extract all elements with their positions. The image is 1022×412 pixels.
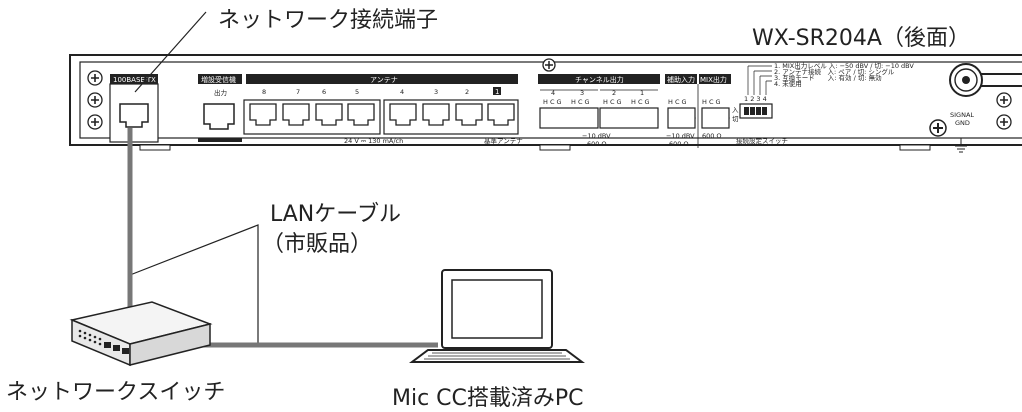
ground-terminal <box>929 119 967 153</box>
laptop-icon <box>409 269 585 363</box>
hcg-label: H C G <box>571 98 590 106</box>
antenna-number: 2 <box>465 88 469 96</box>
channel-level: −10 dBV <box>582 132 611 140</box>
dip-switch <box>739 65 773 119</box>
leader-line <box>129 224 259 345</box>
channel-number: 2 <box>612 89 616 97</box>
antenna-power-label: 24 V ⎓ 130 mA/ch <box>344 137 403 145</box>
screw-icon <box>996 92 1012 130</box>
hcg-label: H C G <box>631 98 650 106</box>
network-switch-icon <box>69 301 213 367</box>
signal-gnd-label: GND <box>955 119 970 127</box>
antenna-port-icon <box>389 103 417 126</box>
antenna-port-icon <box>487 103 515 126</box>
hcg-label: H C G <box>603 98 622 106</box>
dip-on-label: 入 <box>732 106 739 114</box>
hcg-label: H C G <box>668 98 687 106</box>
hcg-label: H C G <box>543 98 562 106</box>
lan-cable-note: （市販品） <box>262 232 373 257</box>
aux-level: −10 dBV <box>666 132 695 140</box>
output-label: 出力 <box>214 88 227 97</box>
antenna-number: 8 <box>262 88 266 96</box>
dip-note: 4. 未使用 <box>774 79 802 88</box>
mix-impedance: 600 Ω <box>702 132 721 140</box>
lan-cable-label: LANケーブル <box>270 202 401 227</box>
antenna-number: 5 <box>355 88 359 96</box>
dip-note: 3. 互換モード 入: 有効 / 切: 無効 <box>774 73 882 82</box>
leader-line <box>134 11 207 93</box>
aux-input-header: 補助入力 <box>667 75 695 84</box>
antenna-port-icon <box>347 103 375 126</box>
lan-port-label: 100BASE-TX <box>113 76 156 84</box>
channel-output-block: チャンネル出力 <box>538 74 660 129</box>
antenna-port-icon <box>455 103 483 126</box>
channel-number: 3 <box>580 89 584 97</box>
dip-note: 2. アンテナ接続 入: ペア / 切: シングル <box>774 67 895 76</box>
expansion-output: 増設受信機 出力 <box>198 74 242 142</box>
network-switch-label: ネットワークスイッチ <box>6 380 226 405</box>
antenna-port-icon <box>282 103 310 126</box>
aux-impedance: 600 Ω <box>669 140 688 148</box>
antenna-port-icon <box>249 103 277 126</box>
channel-number: 1 <box>640 89 644 97</box>
antenna-number: 7 <box>296 88 300 96</box>
dip-switch-label: 接続設定スイッチ <box>736 136 788 145</box>
base-antenna-label: 基準アンテナ <box>484 136 523 145</box>
screw-icon <box>87 70 103 130</box>
dip-numbers: 1 2 3 4 <box>744 95 767 103</box>
device-model-label: WX-SR204A（後面） <box>752 26 970 51</box>
signal-gnd-label: SIGNAL <box>950 111 974 119</box>
aux-mix-block: 補助入力 MIX出力 <box>665 74 731 148</box>
lan-port: 100BASE-TX <box>109 74 159 143</box>
dip-off-label: 切 <box>732 115 739 123</box>
antenna-port-icon <box>422 103 450 126</box>
channel-impedance: 600 Ω <box>587 140 606 148</box>
channel-output-header: チャンネル出力 <box>575 75 624 84</box>
hcg-label: H C G <box>702 98 721 106</box>
pc-label: Mic CC搭載済みPC <box>392 386 584 411</box>
antenna-number: 6 <box>322 88 326 96</box>
antenna-number: 4 <box>400 88 404 96</box>
bnc-connector <box>949 63 1022 97</box>
antenna-number: 3 <box>434 88 438 96</box>
expansion-header: 増設受信機 <box>201 75 236 84</box>
antenna-header: アンテナ <box>370 76 398 84</box>
antenna-port-icon <box>315 103 343 126</box>
dip-note: 1. MIX出力レベル 入: −50 dBV / 切: −10 dBV <box>774 61 914 70</box>
antenna-number: 1 <box>495 88 499 96</box>
mix-output-header: MIX出力 <box>700 75 727 84</box>
channel-number: 4 <box>551 89 555 97</box>
screw-icon <box>542 58 556 72</box>
network-terminal-label: ネットワーク接続端子 <box>218 8 439 33</box>
